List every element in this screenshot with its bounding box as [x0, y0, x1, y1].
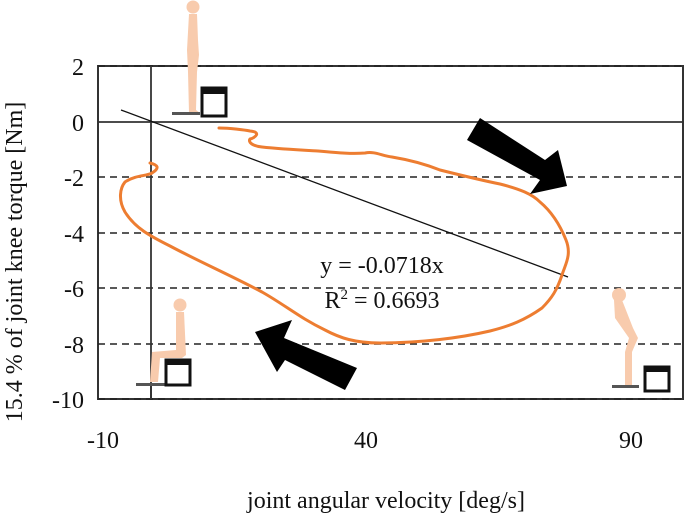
y-tick-labels: 2 0 -2 -4 -6 -8 -10 [52, 55, 84, 414]
sitting-figure-icon [136, 298, 192, 399]
arrow-up-left-icon [255, 320, 357, 390]
y-tick-label: 0 [72, 111, 84, 137]
x-tick-label: -10 [87, 428, 119, 454]
r-squared: R2 = 0.6693 [324, 287, 439, 314]
standing-figure-icon [172, 0, 228, 118]
gridlines [98, 65, 683, 400]
torque-velocity-curve [119, 126, 570, 345]
y-tick-label: -6 [64, 277, 84, 303]
y-tick-label: -10 [52, 388, 84, 414]
rising-figure-icon [612, 288, 671, 393]
y-tick-label: -8 [64, 333, 84, 359]
x-axis-title: joint angular velocity [deg/s] [246, 488, 525, 514]
r-squared-sup: 2 [340, 287, 348, 303]
x-tick-label: 90 [619, 428, 643, 454]
y-tick-label: -2 [64, 166, 84, 192]
r-squared-prefix: R [324, 288, 340, 314]
x-tick-label: 40 [354, 428, 378, 454]
y-axis-title: 15.4 % of joint knee torque [Nm] [2, 102, 28, 423]
arrow-down-right-icon [467, 118, 567, 194]
x-tick-labels: -10 40 90 [87, 428, 643, 454]
regression-equation: y = -0.0718x [320, 253, 444, 279]
trendline [120, 109, 569, 278]
y-tick-label: 2 [72, 55, 84, 81]
r-squared-value: = 0.6693 [348, 288, 440, 314]
y-tick-label: -4 [64, 222, 84, 248]
